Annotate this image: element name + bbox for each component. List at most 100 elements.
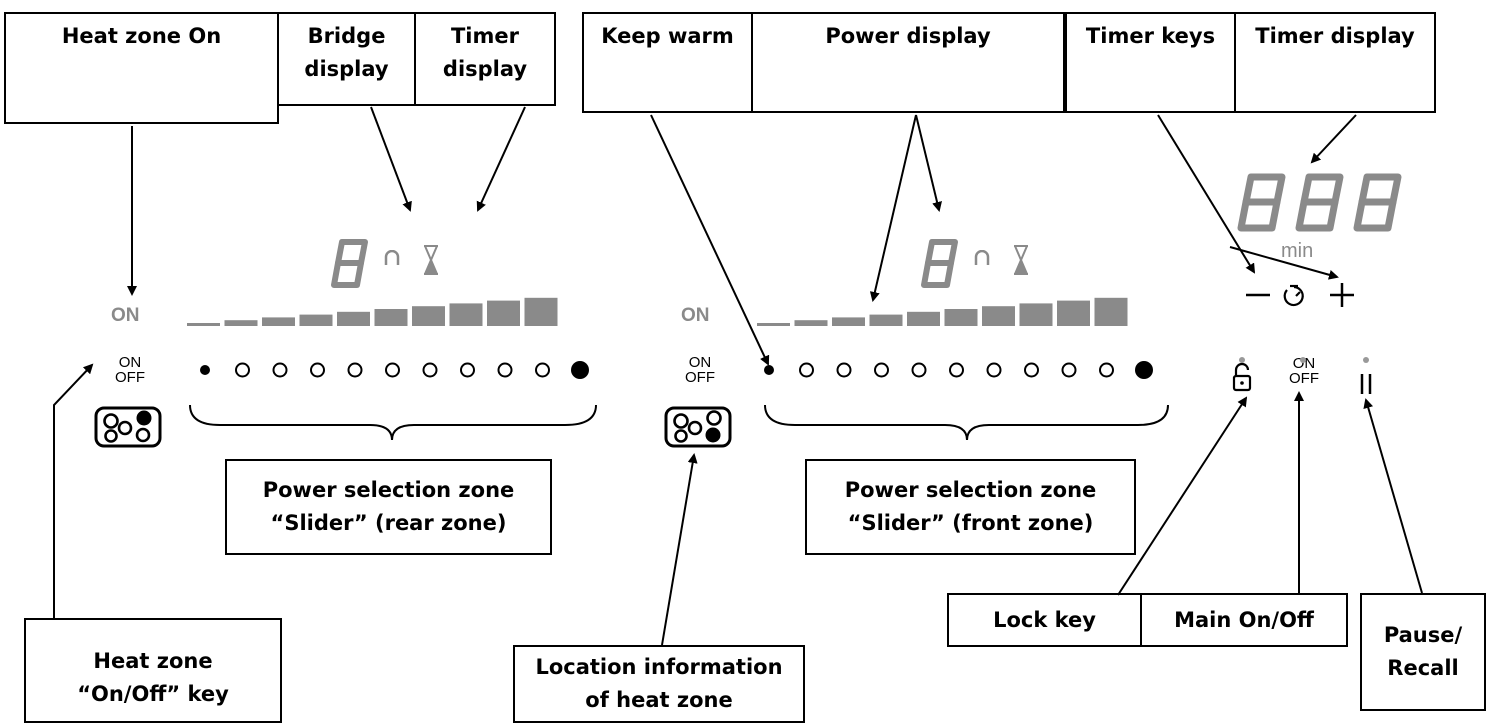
timer-hourglass-icon-rear: [424, 245, 438, 275]
timer-clock-icon: [1283, 284, 1304, 307]
power-bar-segment: [1094, 297, 1128, 326]
onoff-off-text: OFF: [115, 369, 145, 386]
zone-location-icon-rear: [94, 406, 162, 448]
timer-unit-label: min: [1281, 240, 1314, 262]
zone-on-indicator-rear: ON: [111, 305, 140, 326]
power-bar-segment: [907, 311, 940, 326]
onoff-on-text: ON: [118, 354, 142, 371]
callout-heat-zone-onoff-key: Heat zone “On/Off” key: [24, 618, 282, 723]
arrow-heat-zone-onoff-key: [53, 363, 94, 620]
timer-digit-3: [1353, 173, 1402, 232]
power-bar-segment: [794, 320, 828, 326]
arrow-power-display-digit: [915, 114, 942, 212]
power-bar-segment: [832, 317, 865, 326]
power-bar-segment: [449, 303, 483, 326]
slider-dot[interactable]: [1135, 361, 1153, 379]
slider-dot[interactable]: [460, 362, 475, 378]
power-digit-display-front: [921, 239, 958, 288]
slider-dot[interactable]: [535, 362, 550, 378]
brace-rear: [189, 404, 597, 441]
power-bar-display-front: [757, 297, 1128, 326]
power-bar-segment: [337, 311, 370, 326]
timer-keys: [1246, 283, 1354, 307]
slider-dot[interactable]: [347, 362, 363, 378]
callout-timer-keys: Timer keys: [1065, 12, 1236, 113]
onoff-on-text: ON: [688, 354, 712, 371]
arrow-bridge-display: [370, 106, 412, 212]
heat-zone-onoff-key-front[interactable]: ON OFF: [677, 355, 723, 385]
timer-digit-1: [1237, 173, 1286, 232]
arrow-pause-recall: [1363, 398, 1423, 594]
arrow-power-display-bars: [869, 114, 917, 302]
zone-location-icon-front: [664, 406, 732, 448]
bridge-icon-front: [974, 250, 990, 265]
arrow-timer-display-right: [1310, 114, 1357, 164]
slider-dot[interactable]: [422, 362, 438, 378]
power-bar-segment: [982, 306, 1015, 326]
slider-dot[interactable]: [310, 362, 325, 378]
arrow-timer-display-left: [476, 106, 526, 212]
callout-power-display: Power display: [751, 12, 1065, 113]
power-bar-segment: [944, 309, 978, 326]
main-onoff-led: [1300, 357, 1306, 363]
slider-dot[interactable]: [836, 362, 852, 378]
power-bar-segment: [1019, 303, 1053, 326]
slider-dot[interactable]: [571, 361, 589, 379]
arrow-keep-warm: [650, 114, 770, 366]
heat-zone-onoff-key-rear[interactable]: ON OFF: [107, 355, 153, 385]
arrow-location-info: [661, 453, 698, 646]
pause-recall-key[interactable]: [1352, 350, 1382, 400]
slider-dot[interactable]: [764, 365, 774, 375]
callout-slider-rear: Power selection zone “Slider” (rear zone…: [225, 459, 552, 555]
callout-timer-display-left: Timer display: [414, 12, 556, 106]
bridge-icon-rear: [384, 250, 400, 265]
slider-dot[interactable]: [272, 362, 288, 378]
slider-dot[interactable]: [200, 365, 210, 375]
callout-timer-display-right: Timer display: [1234, 12, 1436, 113]
callout-keep-warm: Keep warm: [582, 12, 753, 113]
zone-on-indicator-front: ON: [681, 305, 710, 326]
power-bar-segment: [299, 314, 333, 326]
power-bar-segment: [224, 320, 258, 326]
power-bar-segment: [757, 323, 790, 326]
power-bar-segment: [187, 323, 220, 326]
callout-main-onoff: Main On/Off: [1140, 593, 1348, 647]
callout-pause-recall: Pause/ Recall: [1360, 593, 1486, 711]
power-bar-segment: [412, 306, 445, 326]
slider-dot[interactable]: [1061, 362, 1077, 378]
power-digit-display-rear: [331, 239, 368, 288]
power-bar-display-rear: [187, 297, 558, 326]
slider-dot[interactable]: [799, 362, 814, 378]
slider-dot[interactable]: [1024, 362, 1039, 378]
power-bar-segment: [1057, 300, 1090, 326]
slider-dot[interactable]: [911, 362, 927, 378]
arrow-lock-key: [1117, 396, 1248, 596]
power-bar-segment: [374, 309, 408, 326]
power-bar-segment: [524, 297, 558, 326]
slider-front: [764, 361, 1153, 379]
slider-dot[interactable]: [949, 362, 964, 378]
lock-key[interactable]: [1228, 350, 1268, 400]
onoff-on-text: ON: [1292, 355, 1316, 372]
slider-dot[interactable]: [235, 362, 250, 378]
slider-dot[interactable]: [986, 362, 1002, 378]
slider-dot[interactable]: [497, 362, 513, 378]
onoff-off-text: OFF: [685, 369, 715, 386]
power-bar-segment: [262, 317, 295, 326]
slider-rear: [200, 361, 589, 379]
brace-front: [764, 404, 1169, 441]
slider-dot[interactable]: [1099, 362, 1114, 378]
callout-slider-front: Power selection zone “Slider” (front zon…: [805, 459, 1136, 555]
power-bar-segment: [869, 314, 903, 326]
callout-lock-key: Lock key: [947, 593, 1142, 647]
onoff-off-text: OFF: [1289, 370, 1319, 387]
timer-plus-key: [1330, 283, 1354, 307]
main-onoff-key[interactable]: ON OFF: [1281, 356, 1327, 386]
callout-bridge-display: Bridge display: [277, 12, 416, 106]
callout-heat-zone-on: Heat zone On: [4, 12, 279, 124]
callout-location-info: Location information of heat zone: [513, 645, 805, 723]
slider-dot[interactable]: [874, 362, 889, 378]
power-bar-segment: [487, 300, 520, 326]
timer-hourglass-icon-front: [1014, 245, 1028, 275]
slider-dot[interactable]: [385, 362, 400, 378]
